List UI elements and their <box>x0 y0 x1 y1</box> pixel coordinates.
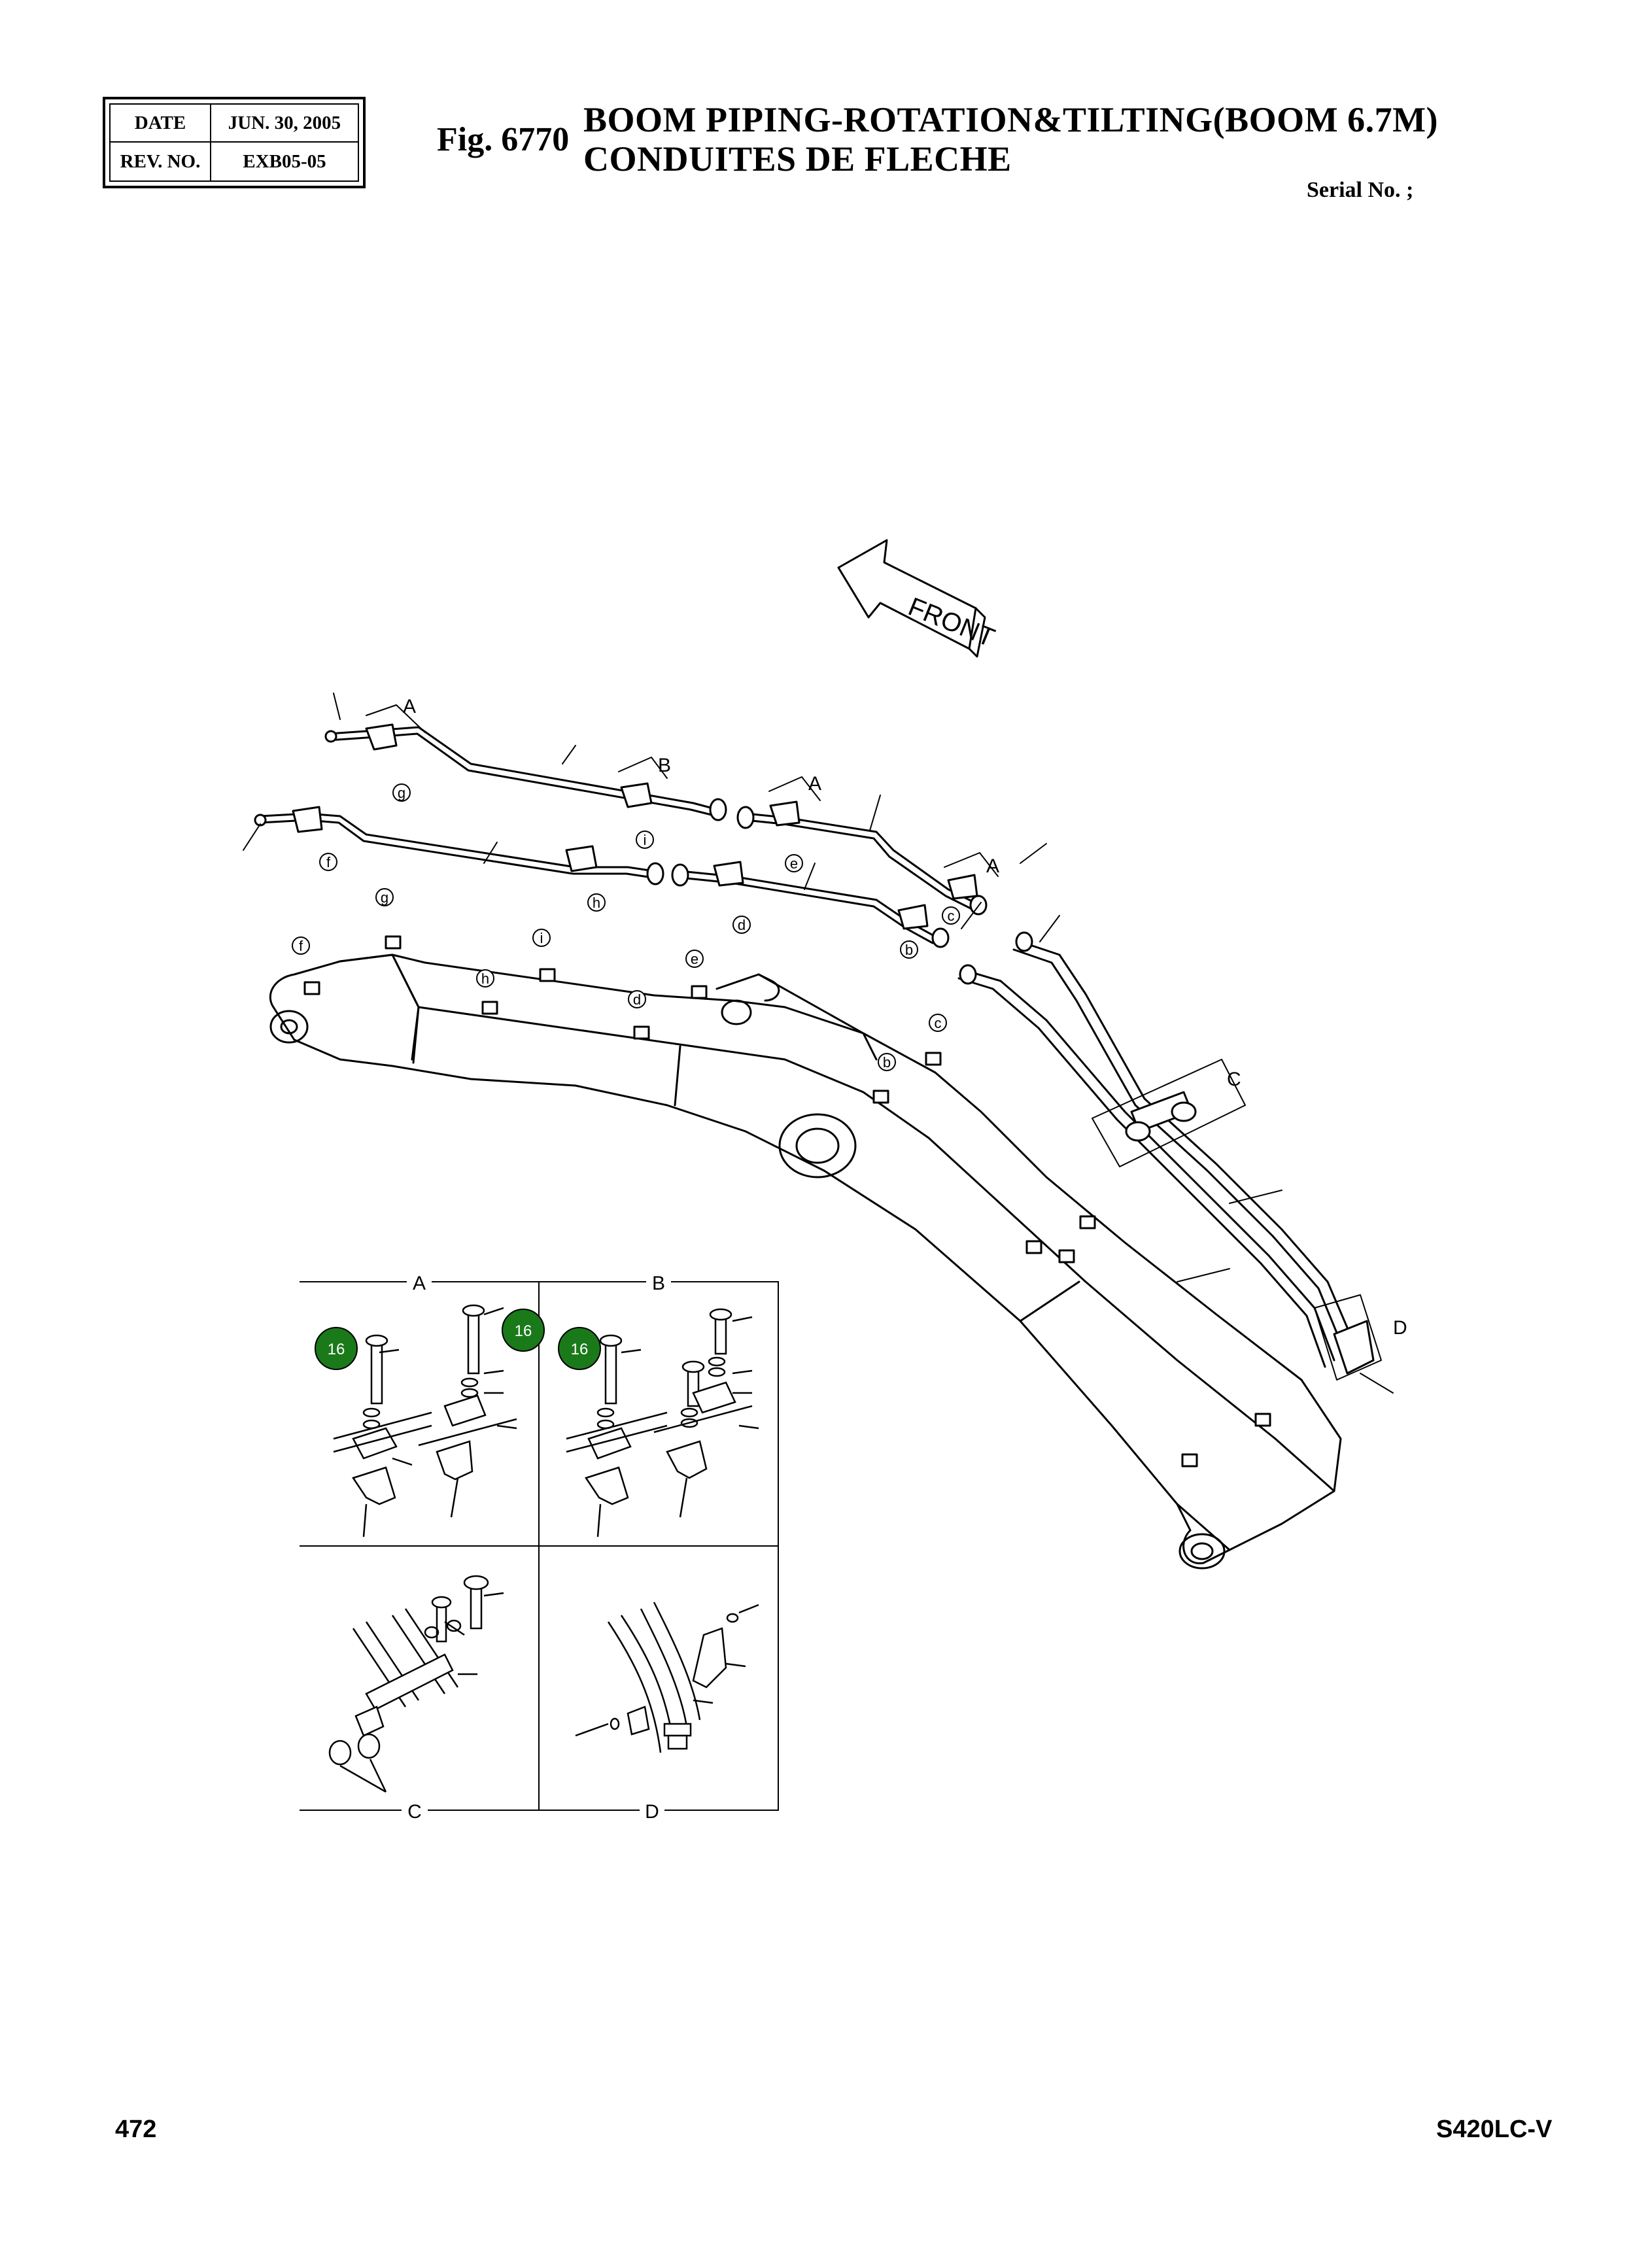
svg-text:c: c <box>948 908 955 924</box>
part-badge-16-a-right: 16 <box>502 1309 545 1352</box>
circle-letter-h-boom: h <box>476 969 494 987</box>
svg-text:f: f <box>299 938 303 954</box>
detail-view-labels: A B C D <box>407 1273 665 1823</box>
svg-text:h: h <box>593 895 600 911</box>
svg-text:b: b <box>883 1054 891 1071</box>
date-value: JUN. 30, 2005 <box>211 105 358 143</box>
title-english: BOOM PIPING-ROTATION&TILTING(BOOM 6.7M) <box>583 100 1439 139</box>
circle-letter-g-boom: g <box>375 888 394 906</box>
circle-letter-b-boom: b <box>878 1053 896 1071</box>
circle-letter-b-top: b <box>900 940 918 959</box>
rev-label: REV. NO. <box>111 143 211 180</box>
callout-a-3: A <box>986 855 999 877</box>
detail-label-c: C <box>407 1801 422 1823</box>
callout-a-2: A <box>808 773 821 795</box>
svg-text:d: d <box>738 917 746 933</box>
circle-letter-h-top: h <box>587 893 606 912</box>
svg-text:i: i <box>540 930 543 946</box>
svg-text:d: d <box>633 991 641 1008</box>
svg-text:g: g <box>398 785 405 801</box>
callout-b: B <box>658 755 671 776</box>
boom-body <box>269 953 1342 1570</box>
circle-letter-f-boom: f <box>292 936 310 955</box>
detail-views-panel <box>300 1281 779 1811</box>
detail-c-hardware <box>328 1575 504 1793</box>
machine-model: S420LC-V <box>1436 2116 1553 2143</box>
svg-text:c: c <box>935 1015 942 1031</box>
front-arrow <box>837 539 986 658</box>
svg-text:e: e <box>691 951 698 967</box>
svg-text:g: g <box>381 889 388 906</box>
detail-label-d: D <box>645 1801 659 1823</box>
circle-letter-e-top: e <box>785 854 803 872</box>
detail-a-hardware <box>333 1304 517 1537</box>
svg-text:h: h <box>481 970 489 987</box>
detail-label-b: B <box>652 1273 665 1294</box>
circle-letter-c-boom: c <box>929 1014 947 1032</box>
part-badge-16-a-left: 16 <box>315 1327 358 1370</box>
circled-letters: g f i h e d c b g f i h e d c b <box>292 783 960 1071</box>
rev-value: EXB05-05 <box>243 150 326 172</box>
date-label: DATE <box>111 105 211 143</box>
callout-a-1: A <box>403 696 416 717</box>
callout-d: D <box>1393 1317 1407 1339</box>
svg-text:e: e <box>790 855 798 872</box>
view-callout-labels: A B A A C D <box>403 696 1407 1339</box>
part-badge-16-b: 16 <box>558 1327 601 1370</box>
figure-number: Fig. 6770 <box>437 121 570 158</box>
title-french: CONDUITES DE FLECHE <box>583 139 1012 179</box>
circle-letter-i-boom: i <box>532 929 551 947</box>
detail-label-a: A <box>413 1273 426 1294</box>
callout-c: C <box>1227 1069 1241 1090</box>
circle-letter-i-top: i <box>636 831 654 849</box>
svg-text:16: 16 <box>571 1341 589 1358</box>
detail-b-hardware <box>566 1308 759 1537</box>
leader-lines <box>243 693 1394 1394</box>
svg-text:16: 16 <box>515 1322 532 1340</box>
revision-info-grid: DATE JUN. 30, 2005 REV. NO. EXB05-05 <box>109 103 359 182</box>
boom-mounting-blocks <box>303 935 1271 1468</box>
circle-letter-e-boom: e <box>685 950 704 968</box>
svg-text:i: i <box>644 832 647 848</box>
revision-info-box: DATE JUN. 30, 2005 REV. NO. EXB05-05 <box>103 97 366 188</box>
serial-number-label: Serial No. ; <box>1307 178 1414 202</box>
pipe-clamps <box>254 723 1375 1375</box>
svg-text:b: b <box>905 942 913 958</box>
detail-d-hardware <box>575 1602 759 1753</box>
page-number: 472 <box>115 2116 157 2143</box>
part-number-badges: 16 16 16 <box>315 1309 601 1370</box>
svg-text:f: f <box>326 854 331 870</box>
view-brackets <box>366 704 1382 1381</box>
circle-letter-c-top: c <box>942 906 960 925</box>
svg-text:16: 16 <box>328 1341 345 1358</box>
circle-letter-d-boom: d <box>628 990 646 1008</box>
circle-letter-f-top: f <box>319 853 337 871</box>
circle-letter-g-top: g <box>392 783 411 802</box>
circle-letter-d-top: d <box>732 916 751 934</box>
